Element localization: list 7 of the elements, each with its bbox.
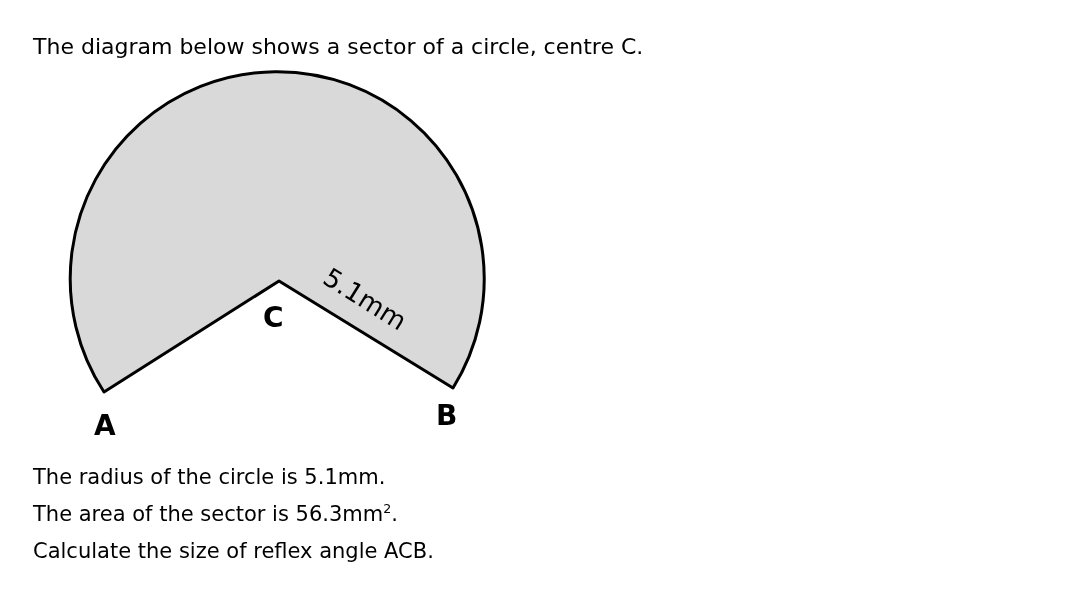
text-line: The area of the sector is 56.3mm$^{2}$. (33, 501, 398, 527)
point-label: C (263, 302, 284, 334)
title: The diagram below shows a sector of a circle, centre C. (33, 34, 644, 60)
text-line: Calculate the size of reflex angle ACB. (33, 538, 434, 564)
text-line: The radius of the circle is 5.1mm. (33, 464, 386, 490)
point-label: A (94, 410, 116, 442)
point-label: B (436, 400, 458, 432)
